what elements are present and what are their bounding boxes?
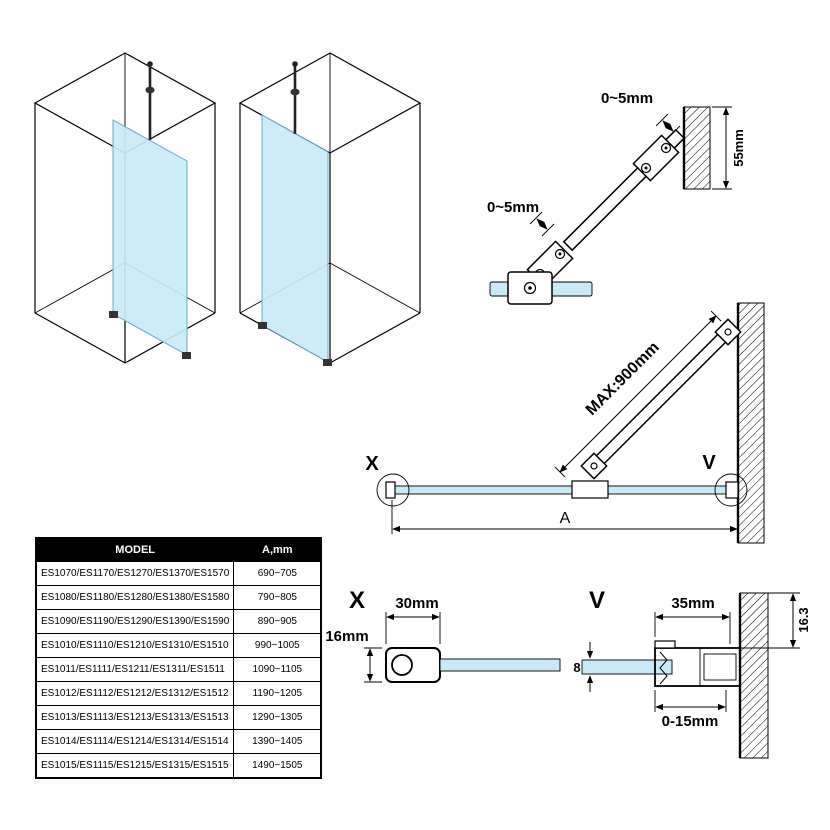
width-dimension-a: A (560, 510, 571, 527)
model-cell: ES1014/ES1114/ES1214/ES1314/ES1514 (35, 729, 235, 754)
rod-socket (391, 654, 413, 676)
model-cell: ES1010/ES1110/ES1210/ES1310/ES1510 (35, 633, 235, 658)
detail-v: V 35mm 8 16.3 0-15mm (573, 587, 811, 759)
detail-circle-x (376, 473, 410, 507)
wall-profile-cap (725, 481, 739, 499)
bracket-detail: 55mm 0~5mm 0~5mm (487, 90, 746, 305)
wall-clamp (632, 134, 680, 182)
wall-hatch (739, 592, 769, 759)
dim-gap-bottom (536, 218, 548, 230)
model-table: MODEL A,mm ES1070/ES1170/ES1270/ES1370/E… (35, 537, 323, 779)
shower-iso-view-2 (238, 52, 422, 366)
offset-dimension: 16.3 (796, 607, 811, 632)
detail-x: X 30mm 16mm (325, 587, 561, 683)
adjustment-dimension: 0-15mm (662, 713, 719, 730)
clamp-spring (659, 651, 668, 685)
a-cell: 1290~1305 (233, 705, 322, 730)
glass-panel (112, 119, 188, 356)
a-cell: 1190~1205 (233, 681, 322, 706)
wall-hatch (683, 106, 711, 190)
model-cell: ES1015/ES1115/ES1215/ES1315/ES1515 (35, 753, 235, 779)
glass-clamp-block (571, 480, 609, 499)
model-cell: ES1070/ES1170/ES1270/ES1370/ES1570 (35, 561, 235, 586)
a-cell: 690~705 (233, 561, 322, 586)
rod-cap (292, 61, 298, 67)
glass-section (439, 658, 561, 672)
a-cell: 890~905 (233, 609, 322, 634)
rod-cap (147, 61, 153, 67)
dim-gap-top (662, 120, 674, 132)
detail-v-title: V (589, 587, 605, 614)
profile-depth-dimension: 16mm (325, 628, 368, 645)
profile-width-dimension: 30mm (395, 595, 438, 612)
model-cell: ES1012/ES1112/ES1212/ES1312/ES1512 (35, 681, 235, 706)
a-cell: 1090~1105 (233, 657, 322, 682)
marker-x: X (365, 453, 379, 475)
model-cell: ES1090/ES1190/ES1290/ES1390/ES1590 (35, 609, 235, 634)
header-a-mm: A,mm (233, 537, 322, 562)
glass-foot (109, 311, 118, 318)
header-model: MODEL (35, 537, 235, 562)
profile-width-dimension: 35mm (671, 595, 714, 612)
shower-iso-view-1 (33, 52, 217, 364)
wall-hatch (737, 302, 765, 544)
marker-v: V (702, 452, 716, 474)
gap-top-dimension: 0~5mm (601, 90, 653, 107)
model-cell: ES1011/ES1111/ES1211/ES1311/ES1511 (35, 657, 235, 682)
glass-foot (323, 359, 332, 366)
glass-section (581, 659, 673, 675)
model-cell: ES1080/ES1180/ES1280/ES1380/ES1580 (35, 585, 235, 610)
detail-x-title: X (349, 587, 365, 614)
profile-lip (654, 640, 676, 649)
glass-thickness-dimension: 8 (573, 660, 580, 675)
a-cell: 1490~1505 (233, 753, 322, 779)
wall-depth-dimension: 55mm (731, 129, 746, 167)
model-cell: ES1013/ES1113/ES1213/ES1313/ES1513 (35, 705, 235, 730)
a-cell: 1390~1405 (233, 729, 322, 754)
dim-max-900 (559, 315, 717, 473)
glass-panel (261, 114, 329, 363)
main-diagram: MAX:900mm X V A (365, 302, 765, 544)
gap-bottom-dimension: 0~5mm (487, 199, 539, 216)
glass-end-cap (385, 481, 396, 499)
glass-foot (258, 322, 267, 329)
glass-panel-plan (393, 485, 739, 495)
table-header-row: MODEL A,mm (35, 537, 322, 562)
a-cell: 790~805 (233, 585, 322, 610)
ceiling-bracket (290, 88, 300, 96)
a-cell: 990~1005 (233, 633, 322, 658)
glass-foot (182, 352, 191, 359)
support-bar (562, 160, 654, 252)
ceiling-bracket (145, 86, 155, 94)
wall-profile (654, 647, 741, 687)
detail-circle-v (714, 473, 748, 507)
profile-chamber (703, 653, 737, 681)
